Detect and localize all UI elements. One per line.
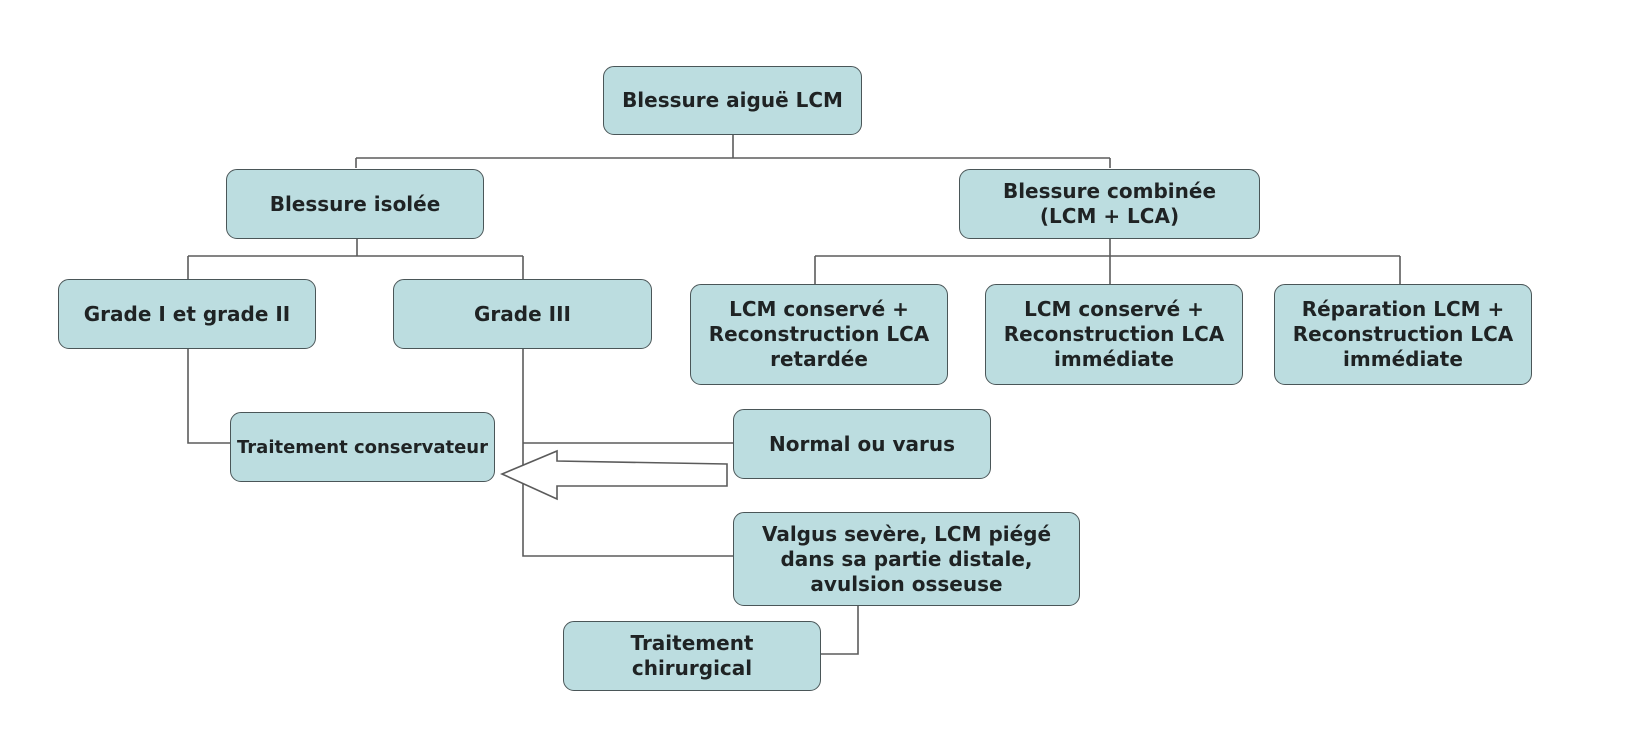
- node-combined-injury: Blessure combinée (LCM + LCA): [959, 169, 1260, 239]
- node-mcl-repair-acl-immediate: Réparation LCM + Reconstruction LCA immé…: [1274, 284, 1532, 385]
- node-surgical-treatment: Traitement chirurgical: [563, 621, 821, 691]
- node-mcl-preserved-acl-delayed: LCM conservé + Reconstruction LCA retard…: [690, 284, 948, 385]
- arrow-to-conservative-icon: [499, 449, 728, 501]
- connector-grade12: [187, 348, 231, 444]
- node-grade-3: Grade III: [393, 279, 652, 349]
- node-normal-or-varus: Normal ou varus: [733, 409, 991, 479]
- node-conservative-treatment: Traitement conservateur: [230, 412, 495, 482]
- node-isolated-injury: Blessure isolée: [226, 169, 484, 239]
- connector-valgus: [820, 605, 859, 655]
- connector-combined: [814, 239, 1401, 284]
- connector-grade3: [522, 348, 734, 557]
- node-severe-valgus: Valgus sevère, LCM piégé dans sa partie …: [733, 512, 1080, 606]
- node-grade-1-2: Grade I et grade II: [58, 279, 316, 349]
- node-root: Blessure aiguë LCM: [603, 66, 862, 135]
- connector-root: [355, 133, 1111, 168]
- node-mcl-preserved-acl-immediate: LCM conservé + Reconstruction LCA immédi…: [985, 284, 1243, 385]
- connector-isolated: [187, 239, 524, 279]
